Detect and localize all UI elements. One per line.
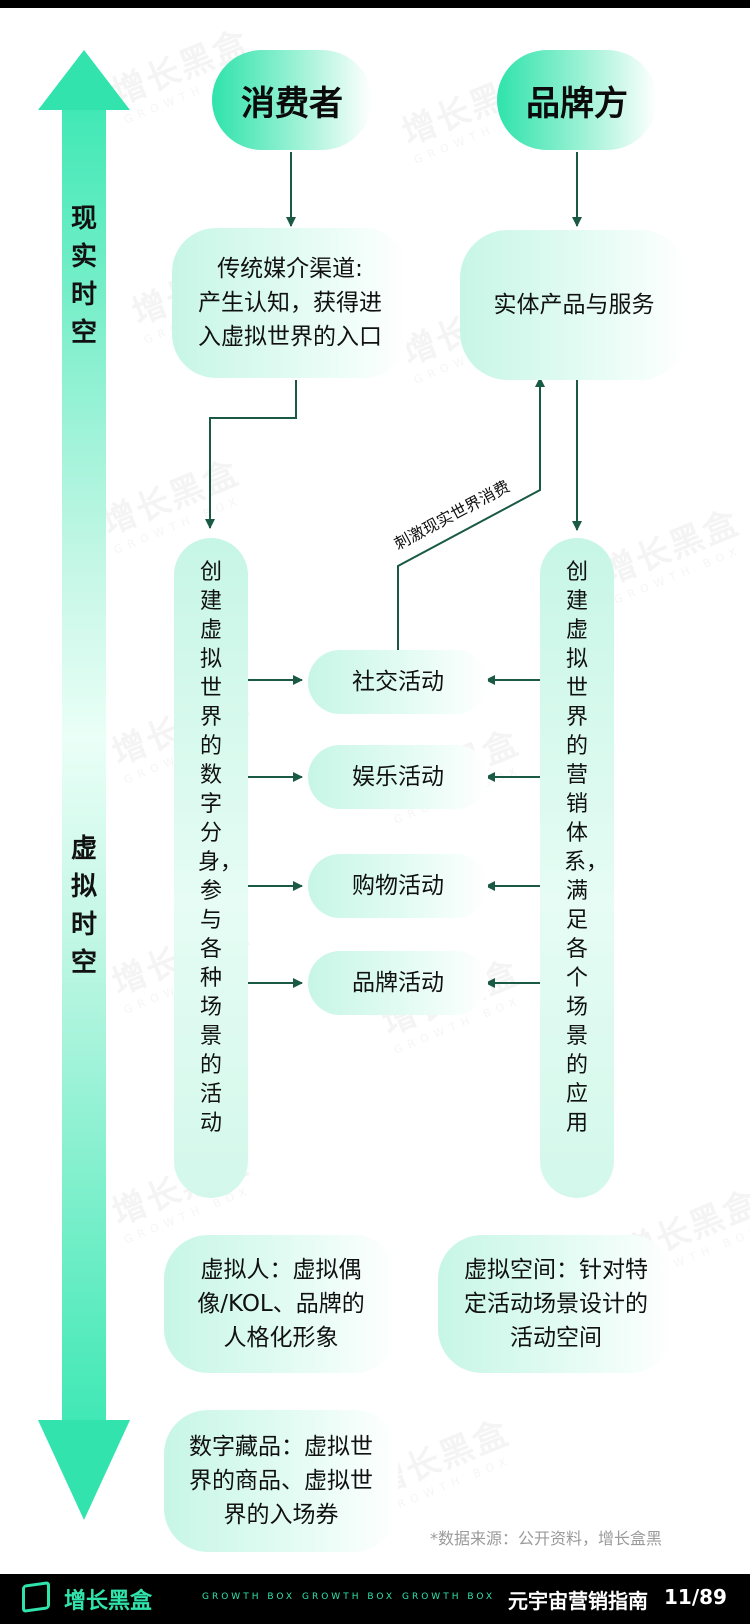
activity-brand: 品牌活动	[308, 951, 488, 1015]
virtual-space-box: 虚拟空间：针对特 定活动场景设计的 活动空间	[438, 1235, 674, 1373]
digital-avatar-text: 创建虚拟世界的数字分身，参与各种场景的活动	[198, 560, 243, 1136]
traditional-media-line: 传统媒介渠道:	[217, 256, 363, 282]
virtual-space-line: 活动空间	[510, 1325, 602, 1351]
footer-bar: 增长黑盒 GROWTH BOX GROWTH BOX GROWTH BOX 元宇…	[0, 1574, 750, 1624]
activity-social: 社交活动	[308, 650, 488, 714]
timeline-arrow-shaft	[62, 100, 106, 1430]
virtual-human-line: 虚拟人：虚拟偶	[200, 1257, 362, 1283]
activity-shopping: 购物活动	[308, 854, 488, 918]
brand-header: 品牌方	[497, 50, 657, 150]
activity-entertainment: 娱乐活动	[308, 745, 488, 809]
traditional-media-line: 产生认知，获得进	[198, 290, 382, 316]
traditional-media-box: 传统媒介渠道: 产生认知，获得进 入虚拟世界的入口	[172, 228, 408, 378]
top-bar	[0, 0, 750, 8]
axis-label-reality: 现实时空	[70, 204, 97, 348]
source-note: *数据来源：公开资料，增长盒黑	[430, 1529, 663, 1548]
traditional-media-line: 入虚拟世界的入口	[198, 324, 382, 350]
digital-collectibles-line: 数字藏品：虚拟世	[189, 1434, 373, 1460]
footer-brand: 增长黑盒	[64, 1589, 153, 1614]
physical-product-box: 实体产品与服务	[460, 230, 688, 380]
digital-collectibles-box: 数字藏品：虚拟世 界的商品、虚拟世 界的入场券	[164, 1410, 398, 1552]
marketing-system-text: 创建虚拟世界的营销体系，满足各个场景的应用	[564, 560, 609, 1136]
virtual-human-line: 人格化形象	[223, 1325, 339, 1351]
consumer-header: 消费者	[212, 50, 372, 150]
timeline-arrow-up-icon	[38, 50, 130, 110]
box-logo-icon	[22, 1581, 50, 1613]
digital-collectibles-line: 界的入场券	[223, 1502, 339, 1528]
virtual-space-line: 虚拟空间：针对特	[464, 1257, 648, 1283]
axis-label-virtual: 虚拟时空	[70, 834, 97, 978]
digital-avatar-column: 创建虚拟世界的数字分身，参与各种场景的活动	[174, 538, 248, 1198]
arrow-social-to-product	[397, 377, 545, 650]
footer-mini-text: GROWTH BOX	[402, 1592, 496, 1602]
virtual-space-line: 定活动场景设计的	[464, 1291, 648, 1317]
virtual-human-box: 虚拟人：虚拟偶 像/KOL、品牌的 人格化形象	[164, 1235, 398, 1373]
footer-mini-text: GROWTH BOX	[302, 1592, 396, 1602]
timeline-arrow-down-icon	[38, 1420, 130, 1520]
footer-mini-text: GROWTH BOX	[202, 1592, 296, 1602]
digital-collectibles-line: 界的商品、虚拟世	[189, 1468, 373, 1494]
virtual-human-line: 像/KOL、品牌的	[197, 1291, 365, 1317]
marketing-system-column: 创建虚拟世界的营销体系，满足各个场景的应用	[540, 538, 614, 1198]
arrow-media-to-avatar	[205, 380, 297, 529]
page-number: 11/89	[664, 1585, 727, 1609]
footer-title: 元宇宙营销指南	[508, 1589, 648, 1613]
